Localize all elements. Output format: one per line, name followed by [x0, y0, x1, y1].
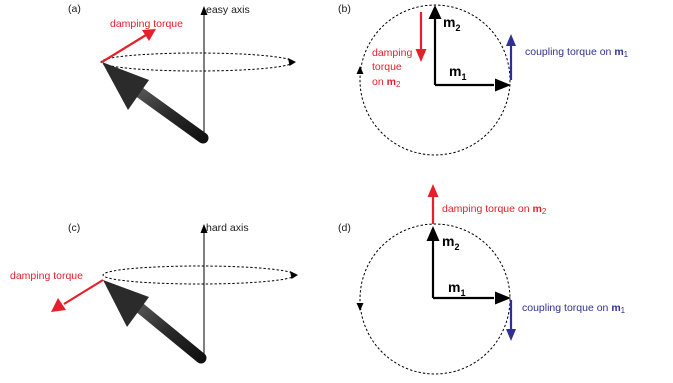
circle-direction-arrowhead [356, 303, 364, 311]
orbit-direction-arrowhead [290, 271, 298, 279]
damping-label-line2: torque [372, 61, 402, 73]
m1-arrowhead [495, 78, 511, 92]
magnetization-rod [129, 83, 209, 144]
hard-axis-arrowhead [200, 224, 208, 233]
precession-circle [359, 223, 511, 375]
panel-d-label: (d) [338, 222, 351, 234]
hard-axis-label: hard axis [206, 222, 249, 234]
panel-b: (b) m2 m1 damping torque on m2 coupling … [338, 3, 629, 156]
m2-arrowhead [426, 226, 440, 241]
damping-torque-label: damping torque [10, 270, 83, 282]
panel-a-label: (a) [68, 3, 81, 15]
damping-torque-arrowhead [51, 298, 66, 312]
coupling-torque-arrowhead [506, 329, 516, 341]
magnetization-arrowhead [102, 62, 149, 110]
coupling-torque-arrowhead [506, 34, 516, 46]
panel-c: (c) hard axis damping torque [10, 222, 298, 364]
coupling-torque-label: coupling torque on m1 [525, 46, 629, 59]
damping-torque-arrowhead [415, 49, 427, 62]
damping-torque-label: damping torque on m2 [442, 203, 547, 216]
damping-torque-label: damping torque [110, 18, 183, 30]
circle-direction-arrowhead [356, 66, 364, 74]
m2-arrowhead [428, 5, 442, 19]
magnetization-arrowhead [103, 280, 149, 327]
panel-b-label: (b) [338, 3, 351, 15]
precession-orbit [102, 265, 296, 285]
damping-torque-arrow [101, 34, 147, 63]
easy-axis-label: easy axis [206, 4, 250, 16]
damping-torque-arrow [63, 279, 104, 305]
m1-label: m1 [448, 279, 465, 298]
damping-label-line3: on m2 [372, 76, 401, 89]
damping-torque-arrowhead [427, 184, 439, 197]
m1-arrowhead [495, 291, 511, 305]
damping-label-line1: damping [372, 47, 412, 59]
panel-a: (a) easy axis damping torque [68, 3, 296, 144]
panel-d: (d) damping torque on m2 m2 m1 coupling … [338, 184, 626, 375]
m1-label: m1 [449, 63, 466, 82]
easy-axis-arrowhead [200, 6, 208, 15]
m2-label: m2 [443, 14, 460, 33]
coupling-torque-label: coupling torque on m1 [522, 302, 626, 315]
magnetization-rod [128, 297, 207, 364]
m2-label: m2 [442, 233, 459, 252]
damping-torque-arrowhead [142, 29, 156, 41]
orbit-direction-arrowhead [288, 58, 296, 66]
precession-orbit [100, 52, 294, 72]
panel-c-label: (c) [68, 222, 80, 234]
